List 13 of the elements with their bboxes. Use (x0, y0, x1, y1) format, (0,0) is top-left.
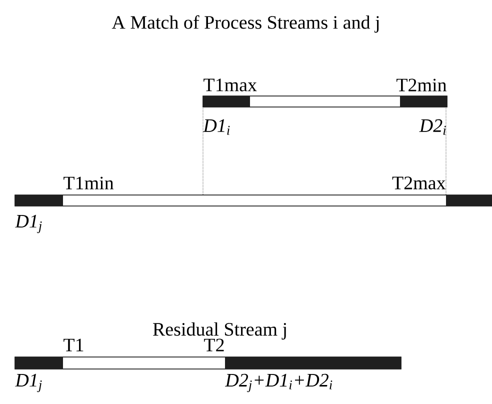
temperature-label: T2max (392, 176, 446, 190)
stream-label: D1$_{j}$ (14, 374, 42, 392)
temperature-label: T1min (64, 176, 114, 190)
temperature-label: T2min (396, 78, 447, 92)
title: A Match of Process Streams i and j (112, 15, 379, 33)
stream-label: D2$_{i}$ (419, 119, 446, 135)
stream-label: D1$_{i}$ (202, 119, 230, 135)
stream-label: D1$_{j}$ (14, 214, 42, 234)
heading: Residual Stream j (153, 322, 286, 340)
stream-label: D2$_{j}$+D1$_{i}$+D2$_{i}$ (224, 374, 332, 392)
temperature-label: T2 (204, 338, 224, 352)
temperature-label: T1 (64, 338, 84, 352)
temperature-label: T1max (204, 78, 257, 92)
